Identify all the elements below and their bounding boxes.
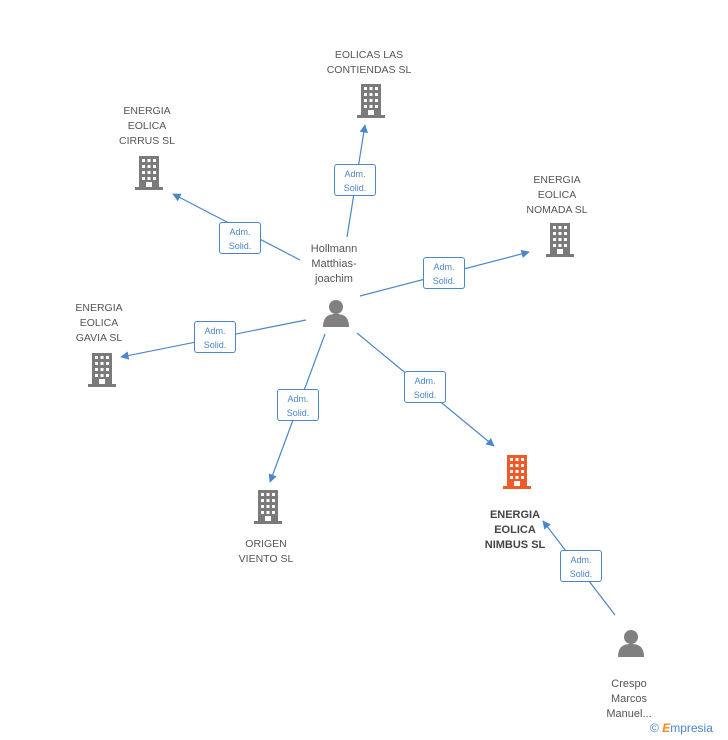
relation-badge[interactable]: Adm. Solid. [423,257,465,289]
relation-badge[interactable]: Adm. Solid. [560,550,602,582]
person-icon[interactable] [323,300,349,327]
brand-logo: © Empresia [650,721,713,735]
company-building-icon[interactable] [546,223,574,257]
relation-badge[interactable]: Adm. Solid. [334,164,376,196]
brand-initial: E [662,721,671,735]
brand-name: mpresia [670,721,713,735]
relation-badge[interactable]: Adm. Solid. [404,371,446,403]
company-building-icon[interactable] [503,455,531,489]
company-building-icon[interactable] [357,84,385,118]
copyright-symbol: © [650,721,659,735]
company-building-icon[interactable] [254,490,282,524]
company-label[interactable]: ENERGIA EOLICA GAVIA SL [75,301,123,344]
company-building-icon[interactable] [88,353,116,387]
relation-badge[interactable]: Adm. Solid. [219,222,261,254]
person-icon[interactable] [618,630,644,657]
company-label[interactable]: ENERGIA EOLICA NIMBUS SL [484,509,546,551]
person-label[interactable]: Hollmann Matthias- joachim [310,242,358,285]
company-label[interactable]: EOLICAS LAS CONTIENDAS SL [326,49,412,76]
person-label[interactable]: Crespo Marcos Manuel... [606,678,652,720]
company-label[interactable]: ENERGIA EOLICA NOMADA SL [526,173,588,216]
company-label[interactable]: ENERGIA EOLICA CIRRUS SL [118,104,175,147]
company-label[interactable]: ORIGEN VIENTO SL [238,538,294,565]
relation-badge[interactable]: Adm. Solid. [194,321,236,353]
relation-badge[interactable]: Adm. Solid. [277,389,319,421]
company-building-icon[interactable] [135,156,163,190]
